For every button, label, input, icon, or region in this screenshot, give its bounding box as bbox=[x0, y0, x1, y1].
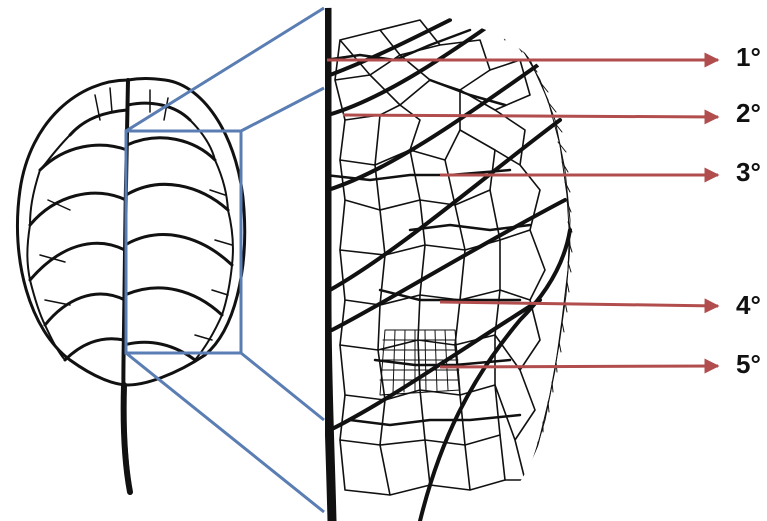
vein-order-label-3: 3° bbox=[736, 159, 761, 185]
secondary-veins bbox=[328, 20, 570, 521]
zoom-connector-bottom-1 bbox=[126, 353, 324, 512]
leaf-secondary-vein bbox=[45, 294, 125, 325]
leaf-secondary-vein bbox=[30, 243, 125, 280]
order-arrows bbox=[327, 60, 718, 367]
arrow-4 bbox=[440, 302, 718, 306]
leaf-secondary-vein bbox=[30, 193, 126, 225]
leaf-petiole-thick bbox=[124, 385, 130, 492]
zoom-connector-top-2 bbox=[241, 88, 324, 131]
leaf-secondary-vein bbox=[126, 184, 228, 210]
vein-order-label-2: 2° bbox=[736, 100, 761, 126]
leaf-secondary-vein bbox=[124, 342, 195, 360]
magnified-leaf-section bbox=[325, 0, 572, 521]
zoom-connector-bottom-2 bbox=[241, 353, 324, 420]
arrow-5 bbox=[440, 366, 718, 367]
leaf-secondary-vein bbox=[40, 145, 127, 170]
areole-network bbox=[335, 20, 545, 495]
vein-order-label-4: 4° bbox=[736, 292, 761, 318]
leaf-secondary-vein bbox=[125, 288, 222, 315]
vein-order-label-1: 1° bbox=[736, 44, 761, 70]
leaf-secondary-vein bbox=[65, 339, 124, 360]
leaf-secondary-vein bbox=[125, 235, 232, 265]
arrow-2 bbox=[343, 115, 718, 117]
leaf-secondary-vein bbox=[127, 138, 215, 160]
zoom-connector-top-1 bbox=[126, 8, 324, 131]
vein-order-label-5: 5° bbox=[736, 351, 761, 377]
whole-leaf bbox=[17, 79, 244, 493]
primary-midrib bbox=[327, 0, 332, 521]
